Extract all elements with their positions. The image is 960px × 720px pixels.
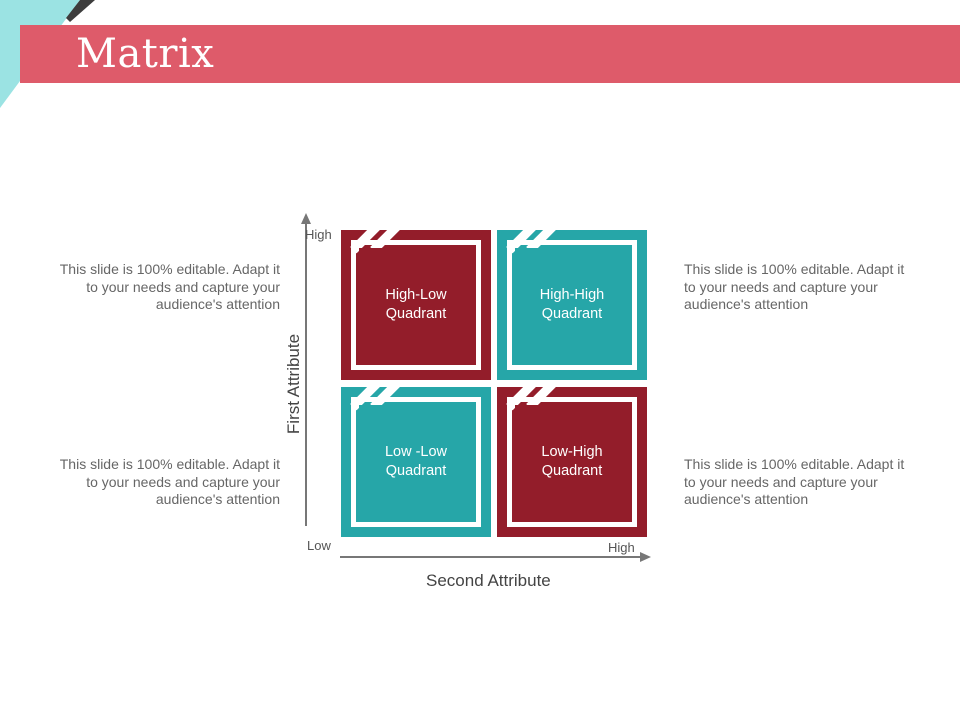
y-axis-high-label: High <box>305 227 332 242</box>
x-axis-high-label: High <box>608 540 635 555</box>
quadrant-label-low-low: Low -Low Quadrant <box>359 405 473 519</box>
x-axis-title: Second Attribute <box>426 571 551 590</box>
note-bottom-left: This slide is 100% editable. Adapt it to… <box>59 456 280 507</box>
note-top-right: This slide is 100% editable. Adapt it to… <box>684 261 905 312</box>
quadrant-frame <box>351 240 481 370</box>
slide-title: Matrix <box>76 31 215 77</box>
title-bar <box>20 25 960 83</box>
quadrant-label-high-high: High-High Quadrant <box>515 248 629 362</box>
quadrant-high-high: High-High Quadrant <box>497 230 647 380</box>
note-top-left: This slide is 100% editable. Adapt it to… <box>59 261 280 312</box>
note-bottom-right: This slide is 100% editable. Adapt it to… <box>684 456 905 507</box>
quadrant-low-low: Low -Low Quadrant <box>341 387 491 537</box>
quadrant-frame <box>507 397 637 527</box>
quadrant-label-high-low: High-Low Quadrant <box>359 248 473 362</box>
quadrant-high-low: High-Low Quadrant <box>341 230 491 380</box>
quadrant-frame <box>507 240 637 370</box>
quadrant-frame <box>351 397 481 527</box>
y-axis-title: First Attribute <box>284 333 303 435</box>
y-axis-low-label: Low <box>307 538 331 553</box>
quadrant-low-high: Low-High Quadrant <box>497 387 647 537</box>
quadrant-label-low-high: Low-High Quadrant <box>515 405 629 519</box>
